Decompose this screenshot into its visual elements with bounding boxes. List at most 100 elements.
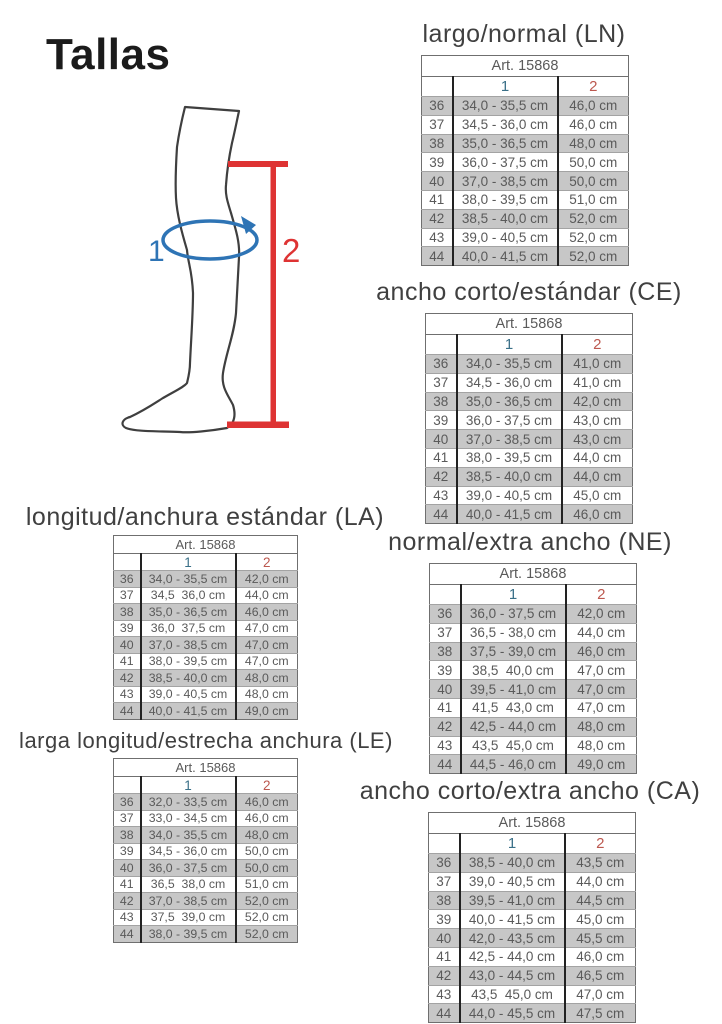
- calf-range-cell: 37,0 - 38,5 cm: [140, 892, 237, 909]
- height-cell: 46,0 cm: [576, 949, 625, 965]
- height-measure-bracket: [227, 161, 289, 428]
- size-cell: 40: [429, 679, 462, 699]
- calf-range-cell: 36,0 37,5 cm: [140, 620, 237, 637]
- height-cell: 50,0 cm: [569, 154, 618, 170]
- calf-range-cell: 40,0 - 41,5 cm: [456, 504, 563, 524]
- calf-range-cell: 36,5 38,0 cm: [140, 876, 237, 893]
- size-cell: 42: [425, 467, 458, 487]
- calf-range-cell: 39,5 - 41,0 cm: [459, 891, 566, 910]
- size-cell: 36: [113, 793, 142, 810]
- size-cell: 44: [428, 1003, 461, 1023]
- column-header-2: 2: [597, 586, 606, 603]
- size-cell: 42: [429, 717, 462, 737]
- height-cell: 48,0 cm: [235, 669, 298, 686]
- calf-range-cell: 37,0 - 38,5 cm: [140, 636, 237, 653]
- table-title-ne: normal/extra ancho (NE): [388, 528, 672, 556]
- size-cell: 36: [421, 96, 454, 116]
- calf-range-cell: 40,0 - 41,5 cm: [459, 909, 566, 929]
- height-cell: 50,0 cm: [557, 171, 629, 191]
- measure-label-2: 2: [282, 232, 300, 269]
- height-cell: 45,0 cm: [576, 911, 625, 927]
- measure-label-1: 1: [148, 235, 165, 268]
- size-cell: 42: [113, 669, 142, 686]
- calf-range-cell: 34,0 - 35,5 cm: [140, 826, 237, 843]
- height-measure-cap-bottom: [227, 421, 289, 428]
- size-cell: 41: [113, 876, 142, 893]
- height-cell: 48,0 cm: [244, 687, 289, 702]
- size-cell: 43: [113, 909, 142, 926]
- page-title: Tallas: [46, 30, 171, 79]
- article-number: Art. 15868: [425, 313, 633, 335]
- size-cell: 38: [425, 392, 458, 411]
- height-cell: 45,0 cm: [573, 487, 622, 503]
- height-cell: 46,0 cm: [244, 811, 289, 826]
- size-cell: 43: [428, 985, 461, 1004]
- leg-measurement-diagram: 1 2: [121, 105, 300, 434]
- calf-range-cell: 34,5 - 36,0 cm: [452, 115, 559, 135]
- height-cell: 48,0 cm: [565, 717, 637, 737]
- calf-range-cell: 40,0 - 41,5 cm: [140, 702, 237, 719]
- calf-range-cell: 37,0 - 38,5 cm: [456, 429, 563, 449]
- calf-range-cell: 34,0 - 35,5 cm: [456, 354, 563, 374]
- height-cell: 41,0 cm: [573, 375, 622, 391]
- size-cell: 44: [421, 246, 454, 266]
- size-cell: 38: [429, 642, 462, 661]
- calf-arrow-head: [241, 216, 256, 234]
- height-cell: 46,0 cm: [565, 642, 637, 661]
- size-cell: 40: [421, 171, 454, 191]
- calf-range-cell: 39,0 - 40,5 cm: [452, 228, 559, 247]
- height-cell: 47,0 cm: [235, 636, 298, 653]
- calf-range-cell: 35,0 - 36,5 cm: [140, 603, 237, 620]
- size-cell: 37: [113, 587, 142, 604]
- size-column-header: [113, 553, 142, 571]
- column-header-1: 1: [140, 776, 237, 794]
- height-cell: 44,0 cm: [576, 874, 625, 890]
- calf-range-cell: 33,0 - 34,5 cm: [140, 810, 237, 827]
- height-measure-line: [270, 161, 276, 428]
- calf-range-cell: 38,0 - 39,5 cm: [452, 190, 559, 210]
- calf-range-cell: 38,5 40,0 cm: [460, 660, 567, 680]
- size-cell: 43: [425, 486, 458, 505]
- calf-range-cell: 37,5 39,0 cm: [140, 909, 237, 926]
- calf-range-cell: 37,5 - 39,0 cm: [460, 642, 567, 661]
- height-cell: 47,0 cm: [244, 654, 289, 669]
- size-cell: 37: [421, 115, 454, 135]
- height-cell: 46,0 cm: [235, 793, 298, 810]
- height-cell: 47,0 cm: [577, 700, 626, 716]
- calf-range-cell: 44,5 - 46,0 cm: [460, 754, 567, 774]
- height-cell: 42,0 cm: [235, 570, 298, 587]
- size-column-header: [425, 334, 458, 355]
- size-cell: 43: [113, 686, 142, 703]
- height-cell: 43,5 cm: [564, 853, 636, 873]
- height-cell: 43,0 cm: [561, 429, 633, 449]
- calf-range-cell: 41,5 43,0 cm: [460, 698, 567, 718]
- calf-range-cell: 36,5 - 38,0 cm: [460, 623, 567, 643]
- column-header-2: 2: [593, 336, 602, 353]
- height-cell: 46,0 cm: [561, 504, 633, 524]
- height-cell: 46,0 cm: [235, 603, 298, 620]
- calf-range-cell: 32,0 - 33,5 cm: [140, 793, 237, 810]
- size-cell: 36: [113, 570, 142, 587]
- calf-range-cell: 39,0 - 40,5 cm: [459, 872, 566, 892]
